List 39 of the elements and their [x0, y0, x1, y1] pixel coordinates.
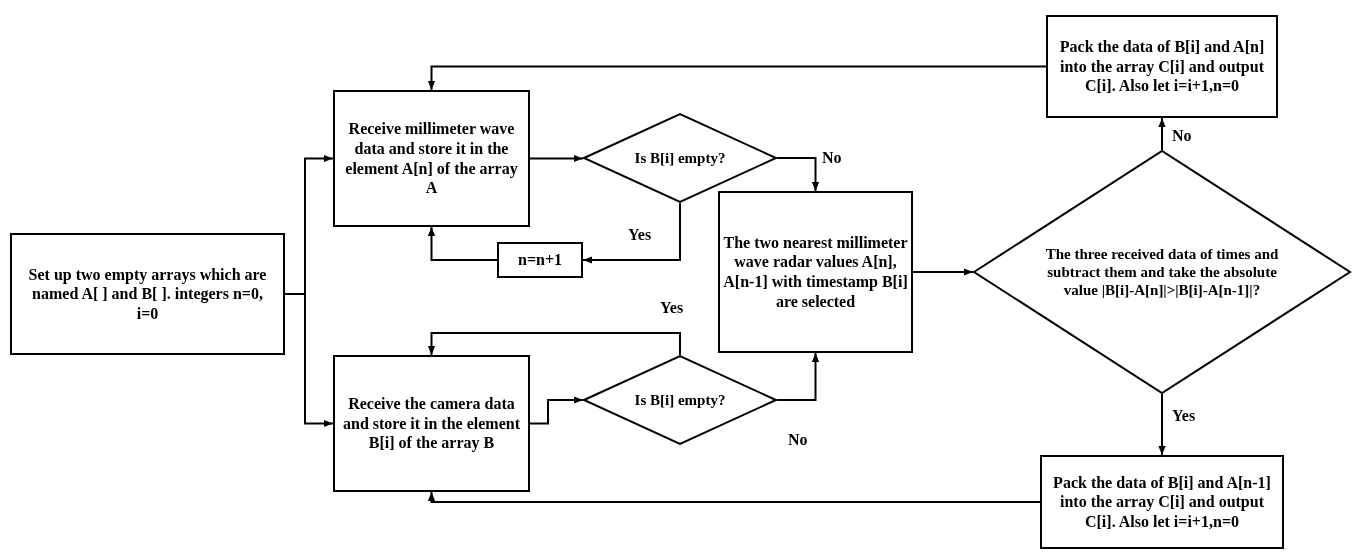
- edge-label: No: [788, 432, 808, 448]
- process-box: [718, 191, 913, 353]
- arrow: [427, 65, 1047, 91]
- edge-label: Yes: [660, 300, 684, 316]
- arrow: [582, 202, 681, 264]
- box-text: n=n+1: [518, 250, 562, 270]
- edge-label: No: [822, 150, 842, 166]
- process-box: [1040, 455, 1284, 549]
- arrow: [1158, 117, 1166, 151]
- box-text: Is B[i] empty?: [634, 148, 726, 168]
- decision-diamond: [973, 150, 1351, 394]
- arrow: [284, 293, 334, 428]
- edge-label: No: [1172, 128, 1192, 144]
- box-text: Pack the data of B[i] and A[n] into the array C[i] and output C[i]. Also let i=i+1,n=0: [1058, 37, 1266, 96]
- box-text: Receive millimeter wave data and store it in the element A[n] of the array A: [344, 119, 519, 198]
- arrow: [427, 226, 498, 261]
- process-box: [10, 233, 285, 355]
- arrow: [529, 396, 584, 425]
- arrow: [427, 491, 1041, 503]
- arrow: [427, 332, 681, 356]
- process-box: [1046, 15, 1278, 118]
- decision-diamond: [583, 355, 777, 445]
- box-text: The three received data of times and subtract them and take the absolute value |B[i]-A[n]|>|B[i]-A[n-1]|?: [1044, 244, 1280, 300]
- decision-diamond: [583, 113, 777, 203]
- process-box: [333, 90, 530, 227]
- box-text: Pack the data of B[i] and A[n-1] into the array C[i] and output C[i]. Also let i=i+1,n=0: [1052, 472, 1272, 532]
- arrow: [776, 352, 820, 401]
- box-text: Receive the camera data and store it in the element B[i] of the array B: [342, 394, 521, 453]
- arrow: [912, 268, 974, 276]
- arrow: [776, 157, 820, 192]
- arrow: [1158, 393, 1166, 456]
- process-box: [333, 355, 530, 492]
- edge-label: Yes: [628, 227, 652, 243]
- arrow: [529, 154, 584, 163]
- process-box: [497, 242, 583, 278]
- box-text: The two nearest millimeter wave radar values A[n], A[n-1] with timestamp B[i] are selected: [723, 232, 908, 312]
- box-text: Set up two empty arrays which are named A[ ] and B[ ]. integers n=0, i=0: [27, 264, 268, 324]
- box-text: Is B[i] empty?: [634, 390, 726, 410]
- edge-label: Yes: [1172, 408, 1196, 424]
